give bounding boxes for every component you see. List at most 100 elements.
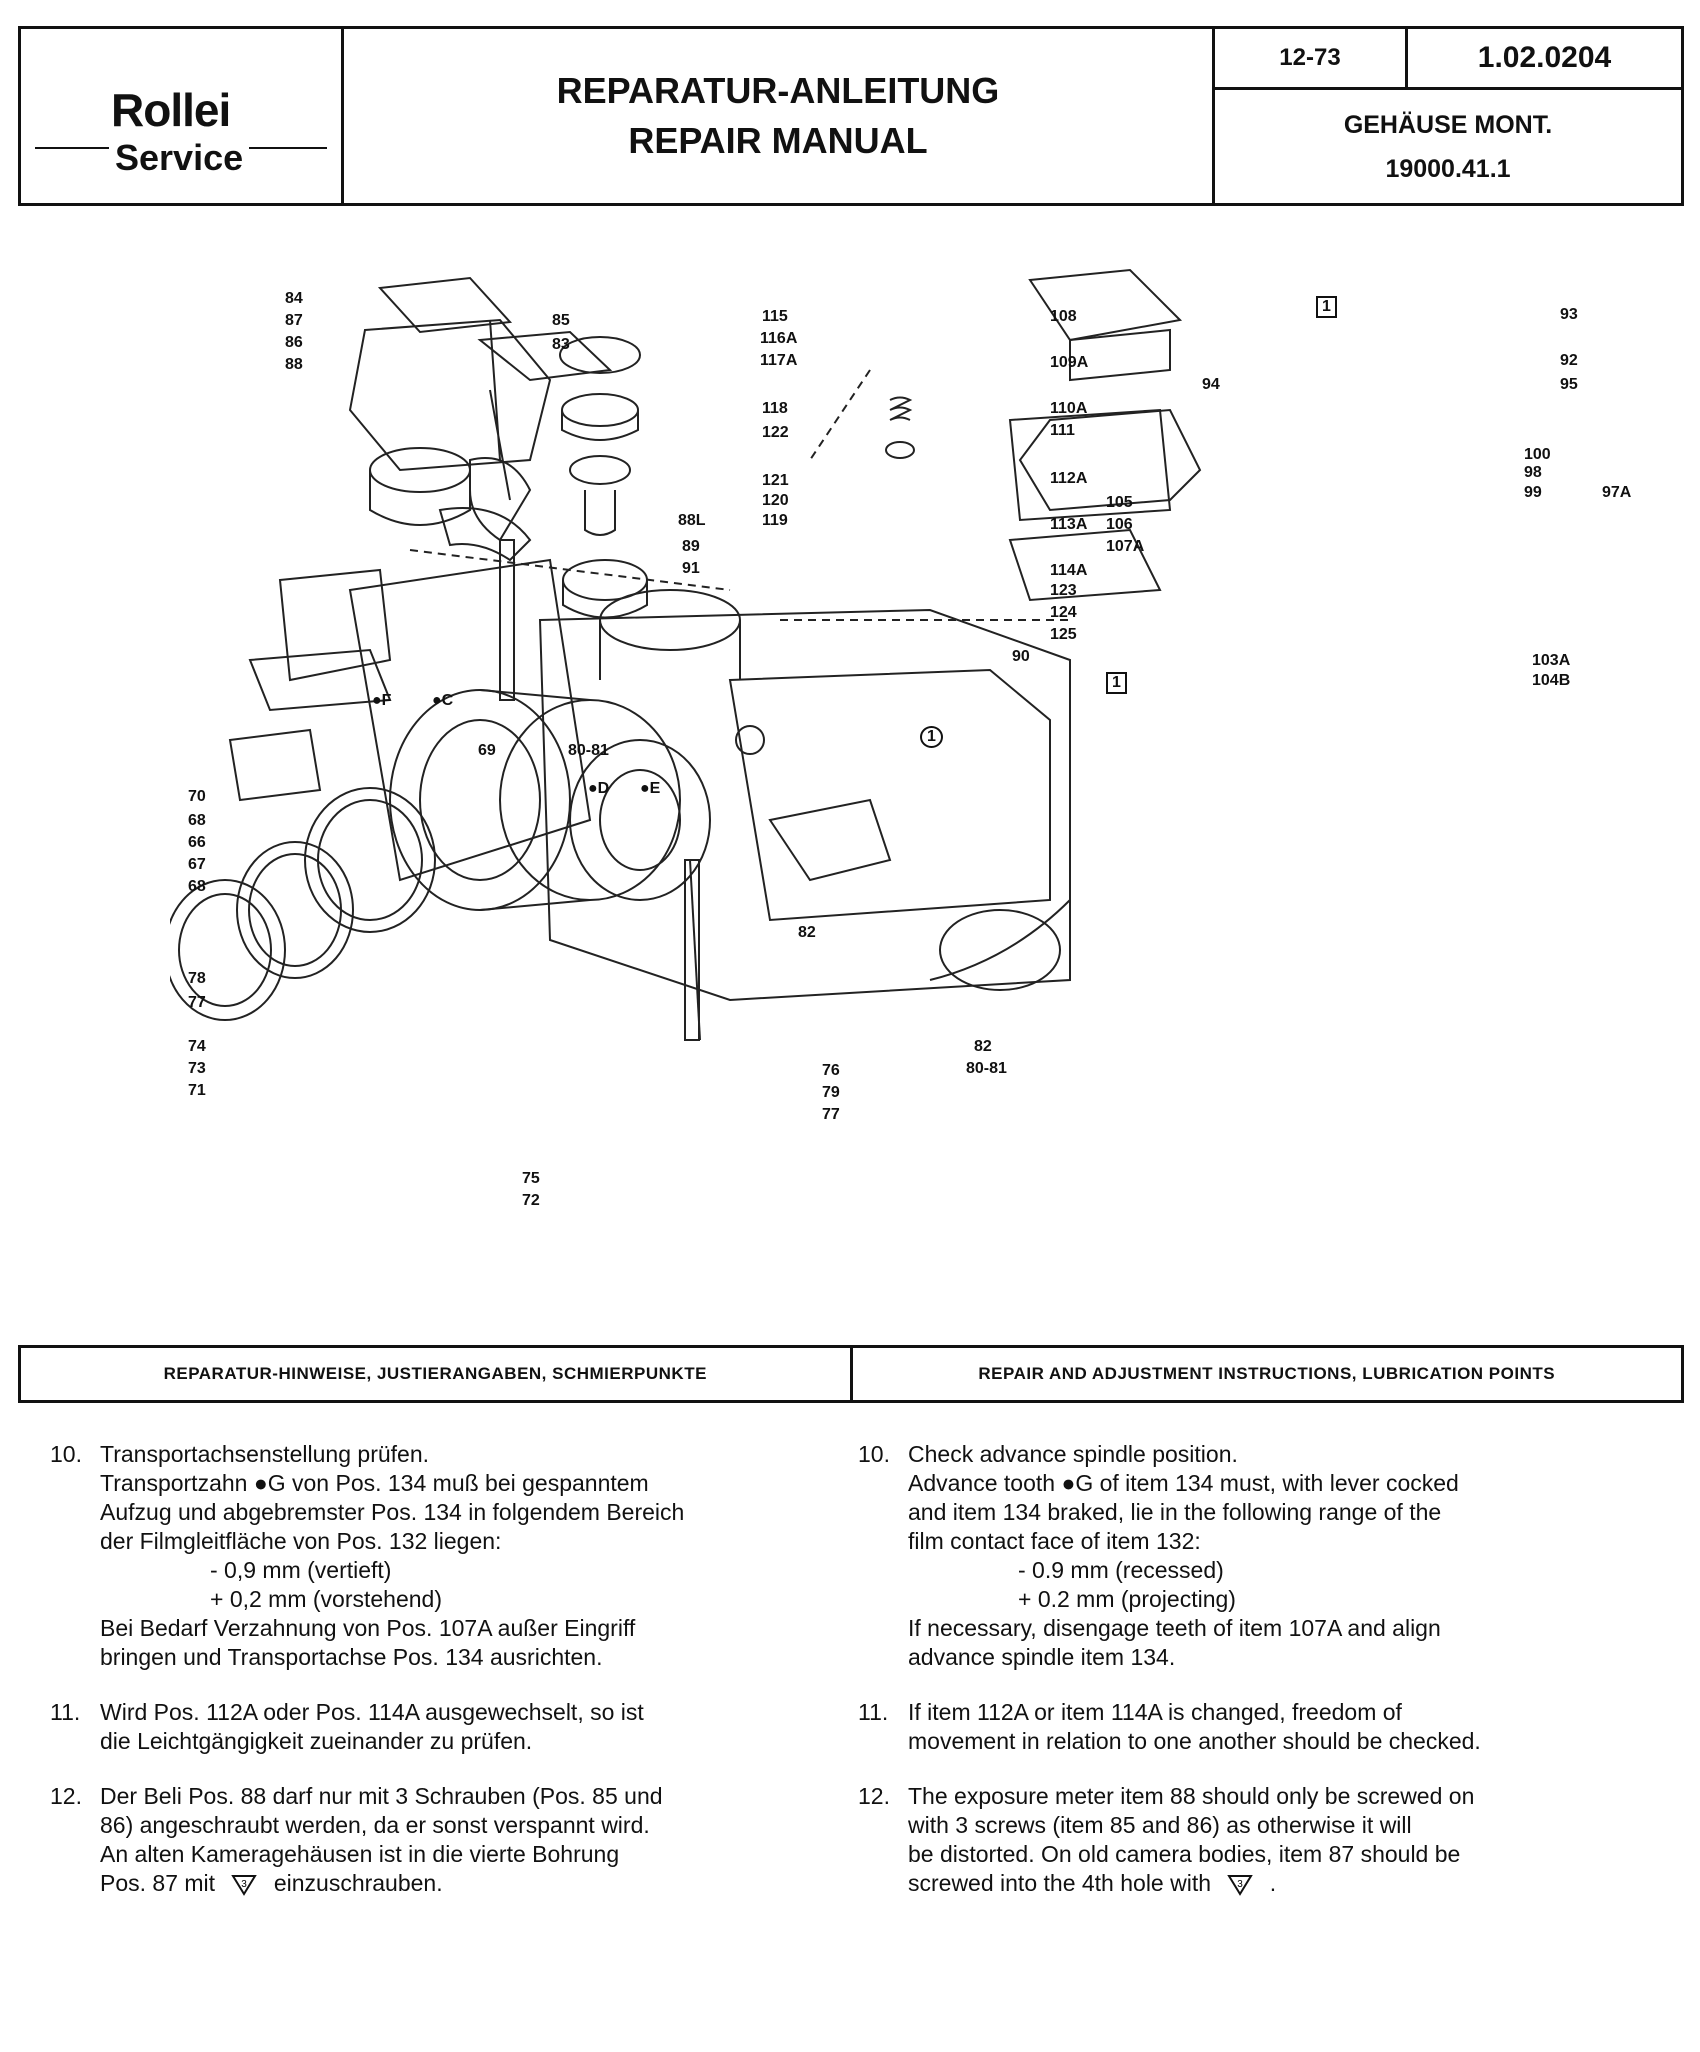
callout-125: 125	[1050, 626, 1077, 643]
callout-110a: 110A	[1050, 400, 1088, 417]
callout-80-81-top: 80-81	[568, 742, 609, 759]
callout-87: 87	[285, 312, 303, 329]
callout-box-1-right: 1	[1316, 296, 1337, 318]
instruction-line: bringen und Transportachse Pos. 134 ausr…	[100, 1644, 603, 1670]
callout-79: 79	[822, 1084, 840, 1101]
callout-80-81-bottom: 80-81	[966, 1060, 1007, 1077]
callout-72: 72	[522, 1192, 540, 1209]
callout-69: 69	[478, 742, 496, 759]
callout-70: 70	[188, 788, 206, 805]
callout-109a: 109A	[1050, 354, 1089, 371]
instruction-line: be distorted. On old camera bodies, item…	[908, 1841, 1461, 1867]
logo-brand: Rollei	[111, 84, 231, 136]
svg-text:3: 3	[242, 1879, 248, 1890]
callout-106: 106	[1106, 516, 1133, 533]
callout-68-lower: 68	[188, 878, 206, 895]
instruction-text: Transportachsenstellung prüfen. Transpor…	[100, 1440, 810, 1672]
instruction-line-start: screwed into the 4th hole with	[908, 1870, 1212, 1896]
instruction-line: Pos. 87 mit 3 einzuschrauben.	[100, 1870, 443, 1896]
instruction-line: film contact face of item 132:	[908, 1528, 1201, 1554]
instruction-line-end: .	[1269, 1870, 1277, 1896]
callout-91: 91	[682, 560, 700, 577]
doc-info-top: 12-73 1.02.0204	[1215, 29, 1681, 90]
doc-part-number: 19000.41.1	[1385, 154, 1511, 183]
instruction-line: An alten Kameragehäusen ist in die viert…	[100, 1841, 620, 1867]
callout-122: 122	[762, 424, 789, 441]
callout-c: ●C	[432, 692, 454, 709]
instruction-en-10: 10. Check advance spindle position. Adva…	[858, 1440, 1618, 1672]
callout-76: 76	[822, 1062, 840, 1079]
instruction-line: Transportzahn ●G von Pos. 134 muß bei ge…	[100, 1470, 649, 1496]
title-german: REPARATUR-ANLEITUNG	[556, 70, 1000, 111]
tolerance-line: - 0.9 mm (recessed)	[1018, 1557, 1224, 1583]
instruction-line: Check advance spindle position.	[908, 1441, 1238, 1467]
instruction-line: Transportachsenstellung prüfen.	[100, 1441, 430, 1467]
doc-subject-block: GEHÄUSE MONT. 19000.41.1	[1215, 90, 1681, 203]
camera-body-illustration	[170, 268, 1202, 1041]
tolerance-line: + 0,2 mm (vorstehend)	[210, 1586, 443, 1612]
instruction-de-12: 12. Der Beli Pos. 88 darf nur mit 3 Schr…	[50, 1782, 810, 1898]
instruction-line: and item 134 braked, lie in the followin…	[908, 1499, 1442, 1525]
instruction-line: If item 112A or item 114A is changed, fr…	[908, 1699, 1402, 1725]
callout-77-right: 77	[822, 1106, 840, 1123]
callout-114a: 114A	[1050, 562, 1088, 579]
callout-d: ●D	[588, 780, 610, 797]
instruction-en-11: 11. If item 112A or item 114A is changed…	[858, 1698, 1618, 1756]
callout-77-left: 77	[188, 994, 206, 1011]
callout-108: 108	[1050, 308, 1077, 325]
instructions-english-column: 10. Check advance spindle position. Adva…	[858, 1440, 1618, 1924]
instruction-text: The exposure meter item 88 should only b…	[908, 1782, 1618, 1898]
doc-subject: GEHÄUSE MONT.	[1343, 110, 1553, 139]
callout-78: 78	[188, 970, 206, 987]
callout-73: 73	[188, 1060, 206, 1077]
torque-triangle-icon: 3	[231, 1874, 258, 1896]
callout-90: 90	[1012, 648, 1030, 665]
instruction-number: 10.	[858, 1441, 890, 1467]
instruction-number: 11.	[858, 1699, 889, 1725]
section-title-german: REPARATUR-HINWEISE, JUSTIERANGABEN, SCHM…	[21, 1348, 853, 1400]
instruction-number: 12.	[50, 1783, 82, 1809]
rollei-service-logo: Rollei Service	[21, 29, 344, 203]
instruction-line: der Filmgleitfläche von Pos. 132 liegen:	[100, 1528, 502, 1554]
svg-text:3: 3	[1238, 1879, 1244, 1890]
callout-89: 89	[682, 538, 700, 555]
callout-86: 86	[285, 334, 303, 351]
instruction-line: with 3 screws (item 85 and 86) as otherw…	[908, 1812, 1412, 1838]
instruction-number: 12.	[858, 1783, 890, 1809]
instruction-text: Der Beli Pos. 88 darf nur mit 3 Schraube…	[100, 1782, 810, 1898]
callout-100: 100	[1524, 446, 1551, 463]
callout-71: 71	[188, 1082, 206, 1099]
instruction-line: If necessary, disengage teeth of item 10…	[908, 1615, 1441, 1641]
torque-triangle-icon: 3	[1227, 1874, 1254, 1896]
instruction-text: Wird Pos. 112A oder Pos. 114A ausgewechs…	[100, 1698, 810, 1756]
callout-98: 98	[1524, 464, 1542, 481]
callout-83: 83	[552, 336, 570, 353]
title-block: REPARATUR-ANLEITUNG REPAIR MANUAL	[344, 29, 1215, 203]
instruction-en-12: 12. The exposure meter item 88 should on…	[858, 1782, 1618, 1898]
callout-105: 105	[1106, 494, 1133, 511]
instruction-line: screwed into the 4th hole with 3 .	[908, 1870, 1276, 1896]
callout-67: 67	[188, 856, 206, 873]
exploded-view-diagram: 84 87 86 88 85 83 88L 89 91 115 116A 117…	[170, 260, 1660, 1290]
doc-number: 1.02.0204	[1477, 41, 1612, 74]
callout-113a: 113A	[1050, 516, 1088, 533]
instruction-line: advance spindle item 134.	[908, 1644, 1176, 1670]
instruction-line: 86) angeschraubt werden, da er sonst ver…	[100, 1812, 650, 1838]
instruction-line: die Leichtgängigkeit zueinander zu prüfe…	[100, 1728, 533, 1754]
instruction-text: If item 112A or item 114A is changed, fr…	[908, 1698, 1618, 1756]
callout-e: ●E	[640, 780, 661, 797]
instruction-line: Bei Bedarf Verzahnung von Pos. 107A auße…	[100, 1615, 636, 1641]
callout-111: 111	[1050, 422, 1075, 439]
instruction-line: Der Beli Pos. 88 darf nur mit 3 Schraube…	[100, 1783, 663, 1809]
callout-82-left: 82	[798, 924, 816, 941]
instruction-line: Advance tooth ●G of item 134 must, with …	[908, 1470, 1459, 1496]
tolerance-line: + 0.2 mm (projecting)	[1018, 1586, 1236, 1612]
callout-68-upper: 68	[188, 812, 206, 829]
callout-f: ●F	[372, 692, 392, 709]
tolerance-line: - 0,9 mm (vertieft)	[210, 1557, 392, 1583]
instructions-section-header: REPARATUR-HINWEISE, JUSTIERANGABEN, SCHM…	[18, 1345, 1684, 1403]
callout-112a: 112A	[1050, 470, 1088, 487]
callout-103a: 103A	[1532, 652, 1571, 669]
instruction-text: Check advance spindle position. Advance …	[908, 1440, 1618, 1672]
callout-120: 120	[762, 492, 789, 509]
